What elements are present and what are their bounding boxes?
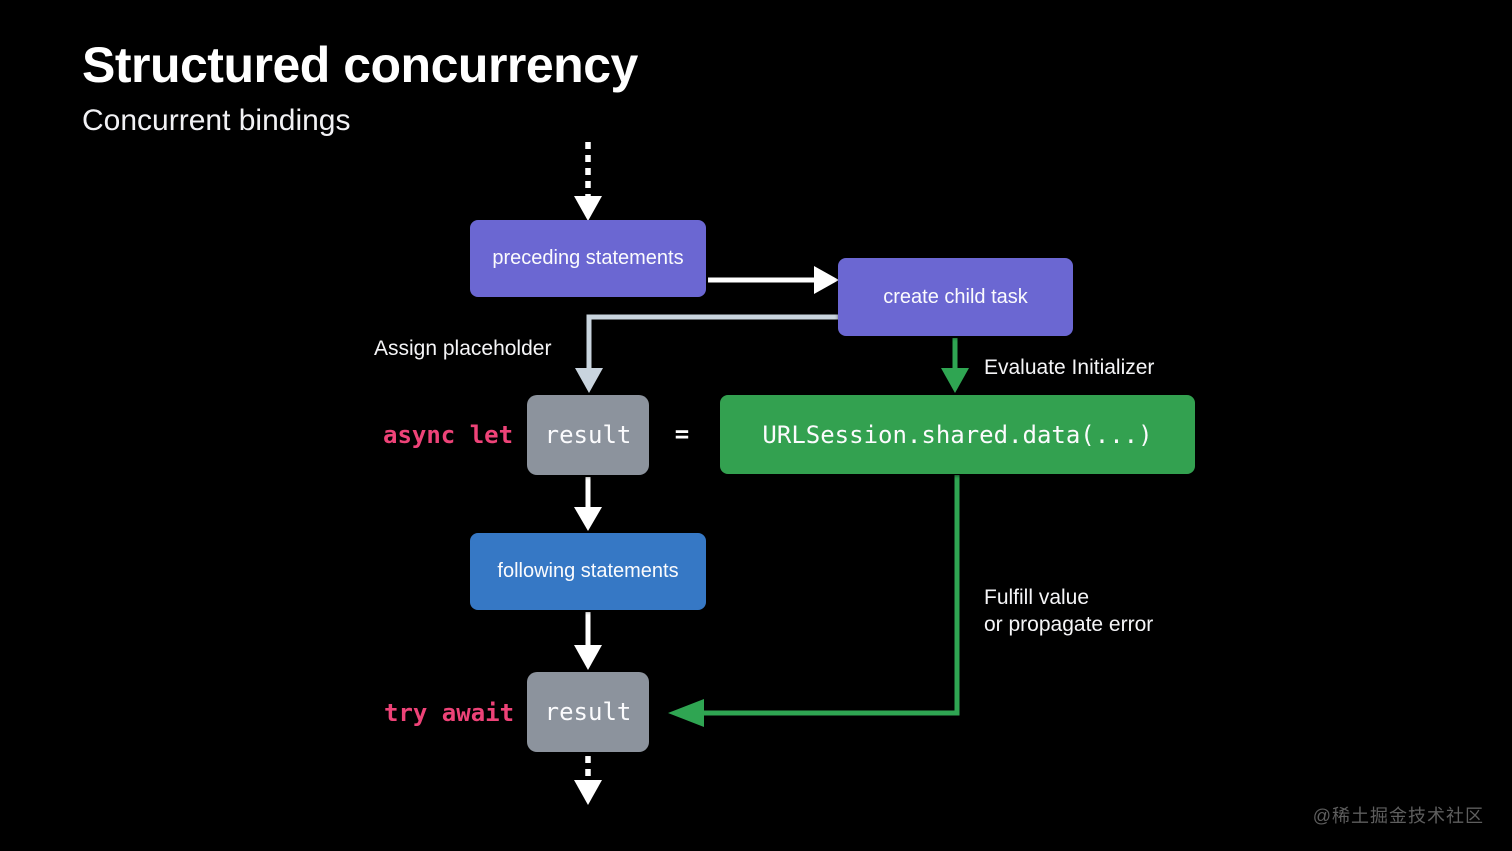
dotted-arrow-entry-icon — [574, 142, 602, 221]
node-create-child-task: create child task — [838, 258, 1073, 336]
arrow-preceding-to-create-icon — [708, 266, 839, 294]
label-fulfill-value: Fulfill value or propagate error — [984, 584, 1153, 638]
node-preceding-statements: preceding statements — [470, 220, 706, 297]
node-label: result — [544, 698, 632, 726]
label-assign-placeholder: Assign placeholder — [374, 337, 552, 360]
arrow-result-to-following-icon — [574, 477, 602, 531]
node-label: preceding statements — [492, 247, 684, 269]
node-label: following statements — [497, 560, 679, 582]
node-initializer-call: URLSession.shared.data(...) — [720, 395, 1195, 474]
watermark: @稀土掘金技术社区 — [1312, 806, 1484, 826]
arrow-fulfill-value-icon — [668, 475, 960, 727]
label-fulfill-line2: or propagate error — [984, 613, 1154, 636]
label-fulfill-line1: Fulfill value — [984, 586, 1090, 609]
node-label: URLSession.shared.data(...) — [762, 420, 1153, 449]
arrow-evaluate-initializer-icon — [941, 338, 969, 393]
label-evaluate-initializer: Evaluate Initializer — [984, 356, 1155, 379]
keyword-try-await: try await — [384, 699, 515, 727]
node-result-placeholder: result — [527, 395, 649, 475]
node-following-statements: following statements — [470, 533, 706, 610]
node-label: create child task — [883, 285, 1028, 308]
slide-subtitle: Concurrent bindings — [82, 104, 351, 137]
node-result-await: result — [527, 672, 649, 752]
node-label: result — [544, 421, 632, 449]
keyword-async-let: async let — [383, 421, 514, 449]
slide-title: Structured concurrency — [82, 37, 638, 93]
arrow-assign-placeholder-icon — [575, 314, 838, 393]
dotted-arrow-exit-icon — [574, 756, 602, 805]
equals-sign: = — [674, 420, 690, 448]
arrow-following-to-result-icon — [574, 612, 602, 670]
